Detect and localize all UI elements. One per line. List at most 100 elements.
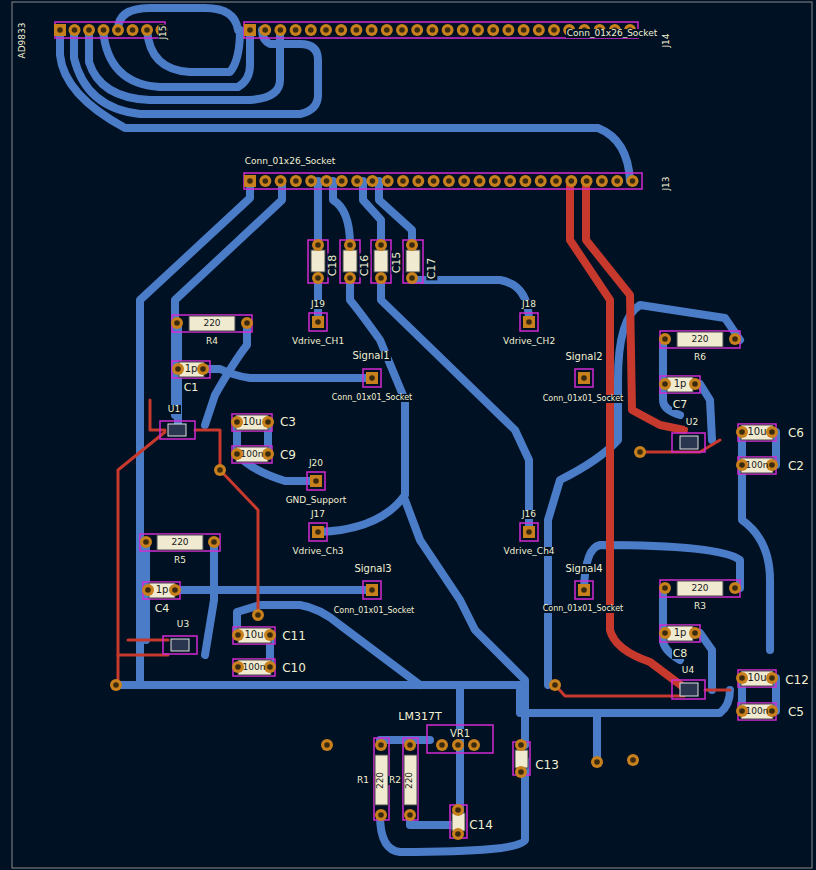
drill-hole [262,27,268,33]
pad [140,536,152,548]
silkscreen-label: Signal2 [564,352,603,362]
pad [659,627,671,639]
component-value: 10u [747,673,766,683]
silkscreen-label: U2 [685,418,699,427]
drill-hole [431,178,437,184]
pad [515,766,527,778]
pad [259,24,271,36]
drill-hole [115,27,121,33]
pad [452,828,464,840]
board-graphic [237,605,420,685]
board-graphic [405,500,525,745]
pad [523,316,535,328]
board-graphic [233,627,275,644]
pad [262,448,274,460]
drill-hole [315,242,321,248]
drill-hole [769,429,775,435]
pad [305,24,317,36]
drill-hole [247,27,253,33]
board-graphic [700,384,712,440]
board-graphic [575,581,593,599]
silkscreen-label: Vdrive_CH1 [291,337,345,346]
drill-hole [255,612,261,618]
silkscreen-label: R3 [693,602,707,611]
pad [611,175,623,187]
board-graphic [172,315,252,332]
drill-hole [369,27,375,33]
silkscreen-label: C9 [279,449,297,461]
pad [127,24,139,36]
silkscreen-label: R4 [205,337,219,346]
pad [458,175,470,187]
pad [366,372,378,384]
board-graphic [680,436,698,449]
board-graphic [515,750,528,768]
board-graphic [128,639,168,642]
drill-hole [581,587,587,593]
pad [634,446,646,458]
drill-hole [293,178,299,184]
silkscreen-label: C14 [468,819,494,831]
silkscreen-label: C18 [328,253,339,277]
pad [252,609,264,621]
drill-hole [175,366,181,372]
board-graphic [55,22,165,38]
pad [335,24,347,36]
board-graphic [115,685,730,713]
drill-hole [200,366,206,372]
pad [766,672,778,684]
red-traces [118,181,730,696]
drill-hole [234,451,240,457]
pad [736,672,748,684]
drill-hole [347,275,353,281]
silkscreen-label: Conn_01x01_Socket [542,605,625,613]
pad [110,679,122,691]
silkscreen-label: C3 [279,416,297,428]
board-graphic [660,331,740,348]
board-graphic [412,280,529,322]
drill-hole [234,419,240,425]
component-value: 1p [674,379,687,389]
board-graphic [163,636,197,654]
drill-hole [378,242,384,248]
drill-hole [439,742,445,748]
drill-hole [384,27,390,33]
board-graphic [660,625,700,642]
drill-hole [692,381,698,387]
silkscreen-label: C10 [281,662,307,674]
silkscreen-label: J20 [308,459,324,468]
silkscreen-label: J16 [521,510,537,519]
board-graphic [705,689,730,692]
board-graphic [157,535,203,550]
drill-hole [637,449,643,455]
drill-hole [692,630,698,636]
pad [659,582,671,594]
drill-hole [217,467,223,473]
board-graphic [171,639,189,651]
pad [489,175,501,187]
board-graphic [593,713,601,760]
pad [321,175,333,187]
pad [241,317,253,329]
drill-hole [614,178,620,184]
pad [452,739,464,751]
drill-hole [72,27,78,33]
drill-hole [278,178,284,184]
drill-hole [143,539,149,545]
board-graphic [307,472,325,490]
silkscreen-label: R6 [693,353,707,362]
pad [305,175,317,187]
pad [397,175,409,187]
pad [659,378,671,390]
board-graphic [404,755,417,805]
drill-hole [144,27,150,33]
board-graphic [700,633,712,690]
board-graphic [403,240,423,283]
board-graphic [677,581,723,596]
pad [141,24,153,36]
drill-hole [414,27,420,33]
board-graphic [189,316,235,331]
pad [627,175,639,187]
board-graphic [308,240,328,283]
component-value: 10u [244,630,263,640]
